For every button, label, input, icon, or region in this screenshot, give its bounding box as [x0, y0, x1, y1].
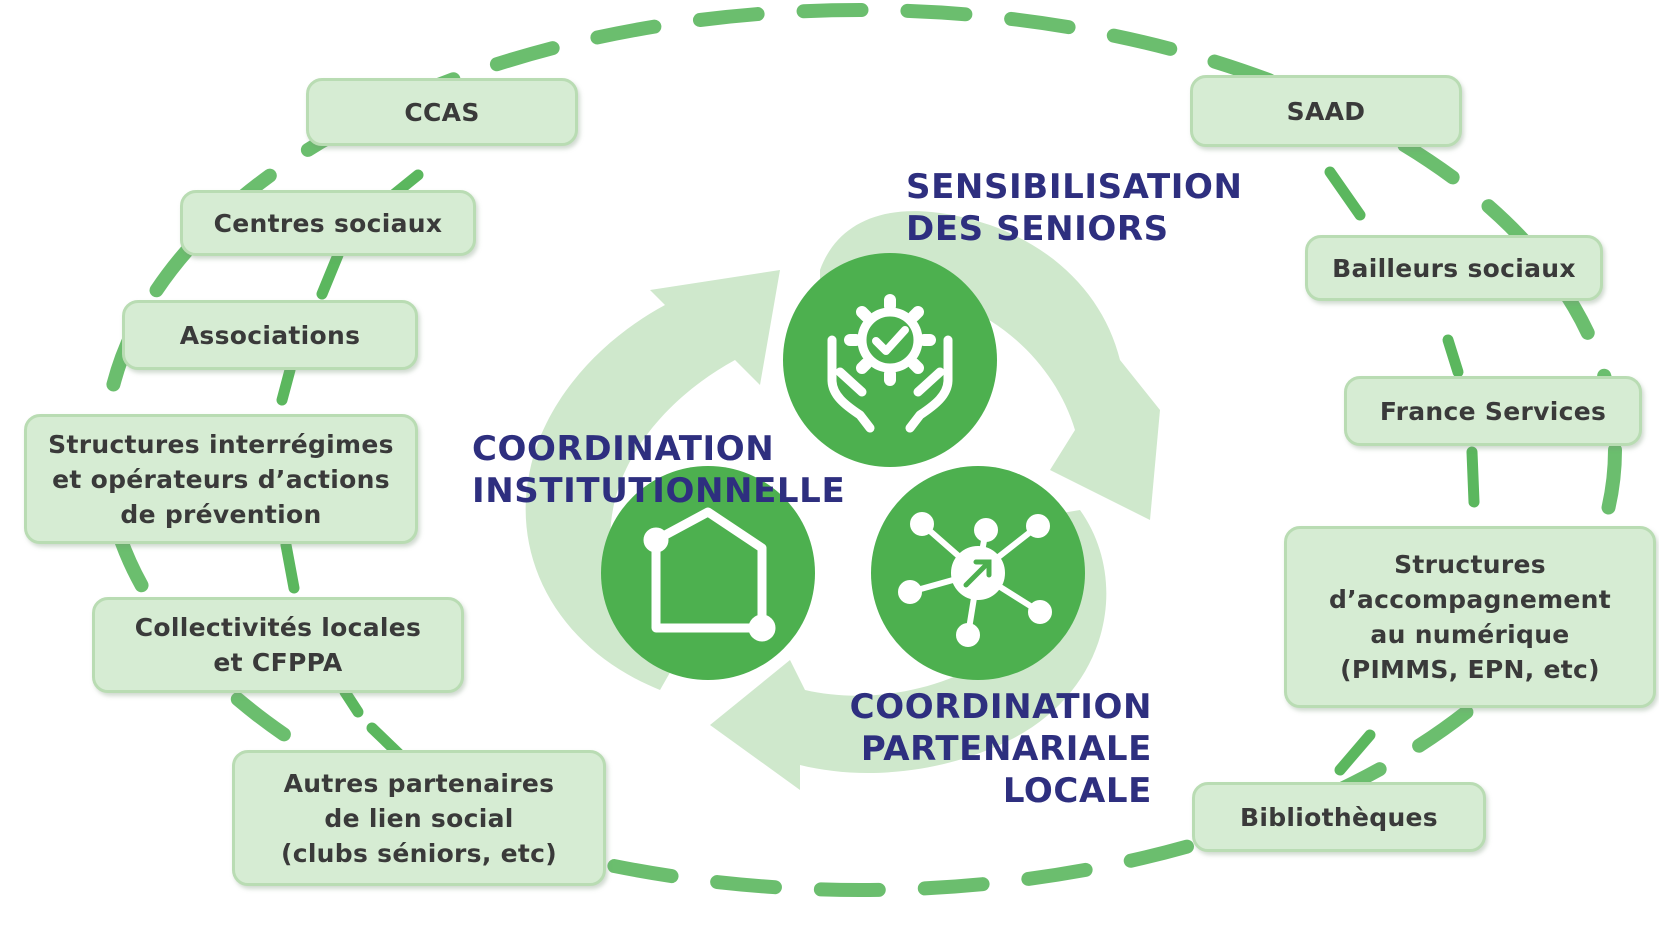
hands-gear-check-icon: [827, 294, 953, 433]
partner-box-centres-sociaux: Centres sociaux: [180, 190, 476, 256]
label-coordination-partenariale: COORDINATION PARTENARIALE LOCALE: [849, 687, 1152, 811]
partner-box-structures-interregimes: Structures interrégimes et opérateurs d’…: [24, 414, 418, 544]
label-coordination-institutionnelle: COORDINATION INSTITUTIONNELLE: [472, 429, 846, 511]
partner-box-ccas: CCAS: [306, 78, 578, 146]
label-sensibilisation: SENSIBILISATION DES SENIORS: [906, 167, 1243, 249]
sensibilisation-circle: [783, 253, 997, 467]
right-chain-connectors: [1324, 166, 1480, 776]
cycle-arrow-left: [525, 270, 780, 690]
partner-box-associations: Associations: [122, 300, 418, 370]
partner-box-structures-numerique: Structures d’accompagnement au numérique…: [1284, 526, 1656, 708]
network-hub-icon: [898, 512, 1052, 647]
partner-box-france-services: France Services: [1344, 376, 1642, 446]
partner-box-collectivites-locales: Collectivités locales et CFPPA: [92, 597, 464, 693]
house-nodes-icon: [643, 507, 776, 642]
partner-box-autres-partenaires: Autres partenaires de lien social (clubs…: [232, 750, 606, 886]
cycle-arrow-bottom: [710, 510, 1107, 790]
partner-box-bailleurs-sociaux: Bailleurs sociaux: [1305, 235, 1603, 301]
partner-box-bibliotheques: Bibliothèques: [1192, 782, 1486, 852]
partner-box-saad: SAAD: [1190, 75, 1462, 147]
